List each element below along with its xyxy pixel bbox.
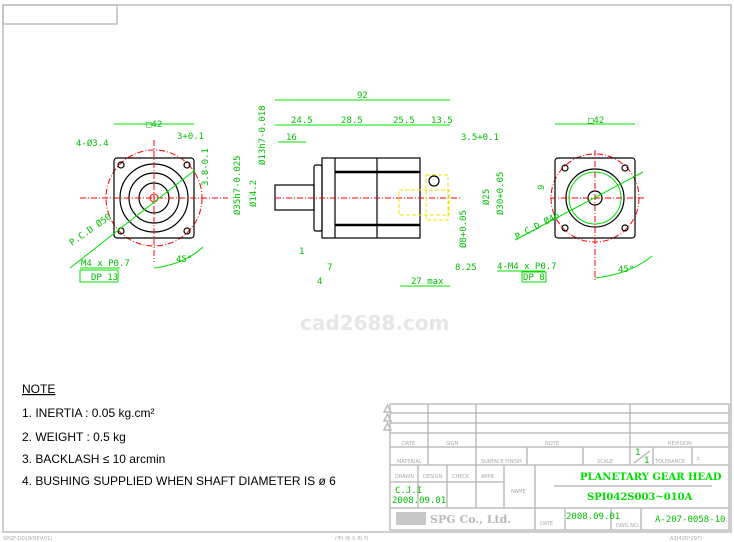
note-item: 1. INERTIA : 0.05 kg.cm² [22,406,155,420]
front-tap-dim: M4 x P0.7 [81,259,130,269]
form-number: SPGF-D018(REV.01) [3,536,52,542]
svg-text:SCALE: SCALE [597,459,613,465]
notes: NOTE 1. INERTIA : 0.05 kg.cm² 2. WEIGHT … [22,382,336,488]
svg-text:25.5: 25.5 [393,116,415,126]
svg-text:±: ± [696,456,700,462]
svg-text:4-M4 x P0.7: 4-M4 x P0.7 [497,262,557,272]
svg-text:9: 9 [537,185,547,190]
model-number: SPI042S003~010A [587,492,693,503]
sheet-border [2,4,732,533]
svg-text:8.25: 8.25 [455,263,477,273]
svg-text:DWG NO.: DWG NO. [616,523,640,529]
svg-text:C.J.I: C.J.I [395,486,422,496]
note-item: 4. BUSHING SUPPLIED WHEN SHAFT DIAMETER … [22,474,336,488]
svg-text:CHECK: CHECK [452,474,470,480]
paper-size: A3(420*297) [670,536,702,542]
product-name: PLANETARY GEAR HEAD [580,472,722,483]
svg-text:Ø8+0.05: Ø8+0.05 [458,210,469,248]
company-logo [396,512,426,525]
note-item: 2. WEIGHT : 0.5 kg [22,430,126,444]
svg-text:13.5: 13.5 [431,116,453,126]
revision-triangle-icon [382,403,393,431]
svg-text:DP 8: DP 8 [523,273,545,283]
svg-text:Ø30+0.05: Ø30+0.05 [495,172,506,215]
svg-text:P.C.D Ø46: P.C.D Ø46 [513,210,561,243]
svg-text:1: 1 [635,448,640,458]
svg-text:APPR.: APPR. [481,474,496,480]
corner-box [2,4,118,25]
svg-text:DATE: DATE [540,521,553,527]
svg-text:7: 7 [327,263,332,273]
front-key-width-dim: 3+0.1 [177,132,204,142]
svg-text:24.5: 24.5 [291,116,313,126]
drawing-number: A-207-0058-10 [655,515,725,525]
svg-text:1: 1 [644,456,649,466]
front-holes-dim: 4-Ø3.4 [76,138,109,149]
svg-text:MATERIAL: MATERIAL [397,459,422,465]
svg-text:1: 1 [299,247,304,257]
svg-text:NAME: NAME [511,489,526,495]
drawing-date: 2008.09.01 [566,512,620,522]
svg-text:Ø35h7-0.025: Ø35h7-0.025 [232,155,243,215]
svg-text:Ø25: Ø25 [481,189,492,205]
svg-text:SIGN: SIGN [446,441,459,447]
svg-text:Ø14.2: Ø14.2 [248,180,259,207]
front-key-depth-dim: 3.8-0.1 [201,148,211,186]
company-name: SPG Co., Ltd. [430,513,511,526]
svg-text:16: 16 [286,133,297,143]
front-angle-dim: 45° [176,255,192,265]
svg-text:TOLERANCE: TOLERANCE [654,459,685,465]
front-square-dim: □42 [146,120,162,130]
front-pcd-dim: P.C.D Ø50 [67,211,113,248]
svg-text:DESIGN: DESIGN [423,474,443,480]
svg-text:2008.09.01: 2008.09.01 [392,496,446,506]
svg-text:27 max: 27 max [411,277,444,287]
title-block: DATE SIGN NOTE REVISION MATERIAL SURFACE… [382,403,730,531]
svg-text:SURFACE FINISH: SURFACE FINISH [481,459,522,465]
company-korean: (주) 에 스 피 지 [335,535,368,542]
svg-text:4: 4 [317,277,322,287]
svg-text:NOTE: NOTE [545,441,559,447]
svg-text:28.5: 28.5 [341,116,363,126]
svg-text:45°: 45° [618,265,634,275]
side-view: 92 24.5 28.5 25.5 13.5 16 3.5+0.1 Ø13h7-… [232,91,506,287]
watermark: cad2688.com [300,311,449,335]
svg-text:3.5+0.1: 3.5+0.1 [461,133,499,143]
front-tap-depth: DP 13 [91,273,118,283]
front-view: □42 4-Ø3.4 3+0.1 3.8-0.1 P.C.D Ø50 M4 x … [67,120,228,283]
svg-text:DATE: DATE [402,441,415,447]
svg-text:REVISION: REVISION [668,441,692,447]
rear-view: □42 9 P.C.D Ø46 4-M4 x P0.7 DP 8 45° [497,116,653,283]
note-item: 3. BACKLASH ≤ 10 arcmin [22,452,165,466]
side-total-dim: 92 [357,91,368,101]
svg-text:□42: □42 [588,116,604,126]
svg-text:Ø13h7-0.018: Ø13h7-0.018 [257,105,268,165]
notes-title: NOTE [22,382,55,396]
svg-text:DRAWN: DRAWN [395,474,414,480]
